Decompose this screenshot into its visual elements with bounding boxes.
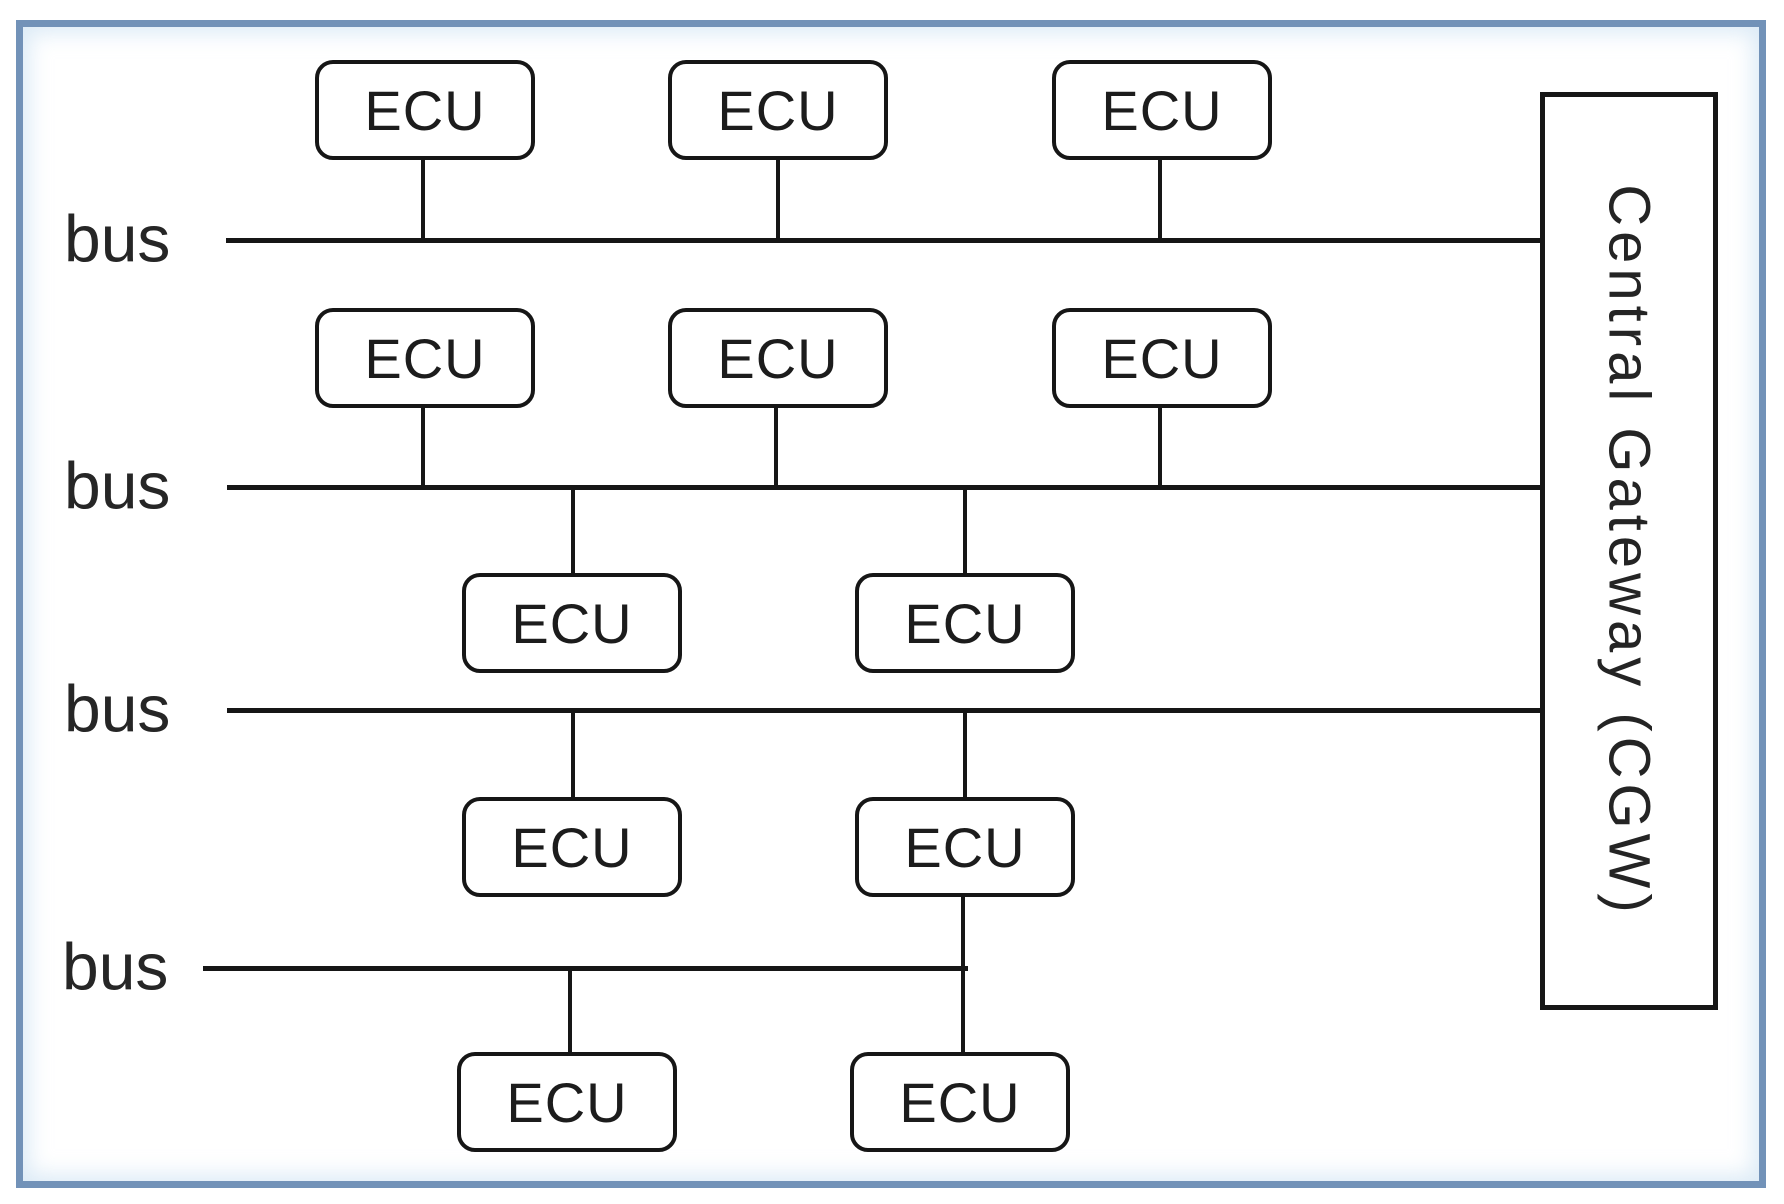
gateway-box: Central Gateway (CGW) — [1540, 92, 1718, 1010]
slide-frame — [16, 20, 1766, 1188]
gateway-label: Central Gateway (CGW) — [1596, 184, 1662, 918]
